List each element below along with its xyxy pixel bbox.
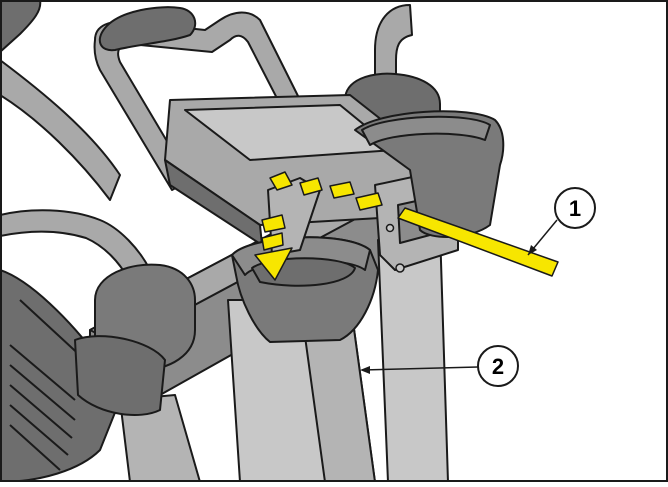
- right-cup-holder-rim: [361, 115, 491, 146]
- right-column: [377, 229, 449, 482]
- callout-1-label: 1: [569, 196, 581, 221]
- rear-handle-grip: [98, 6, 197, 52]
- insert-direction-arrow: [254, 214, 293, 281]
- callout-1: 1: [527, 187, 596, 256]
- right-cup-holder: [354, 110, 505, 238]
- pedal-treads: [9, 299, 86, 471]
- left-rail: [0, 59, 121, 201]
- callout-2-circle: [477, 345, 519, 387]
- tape-path-guide: [269, 171, 383, 211]
- callout-2: 2: [360, 345, 519, 387]
- yellow-strip: [397, 207, 559, 277]
- upper-left-handle: [0, 0, 42, 53]
- callout-2-leader: [361, 366, 479, 371]
- callout-1-circle: [554, 187, 596, 229]
- callout-1-arrowhead: [528, 245, 537, 255]
- callout-2-label: 2: [492, 354, 504, 379]
- callout-2-arrowhead: [360, 366, 370, 374]
- left-handle-hub-lower: [74, 335, 166, 416]
